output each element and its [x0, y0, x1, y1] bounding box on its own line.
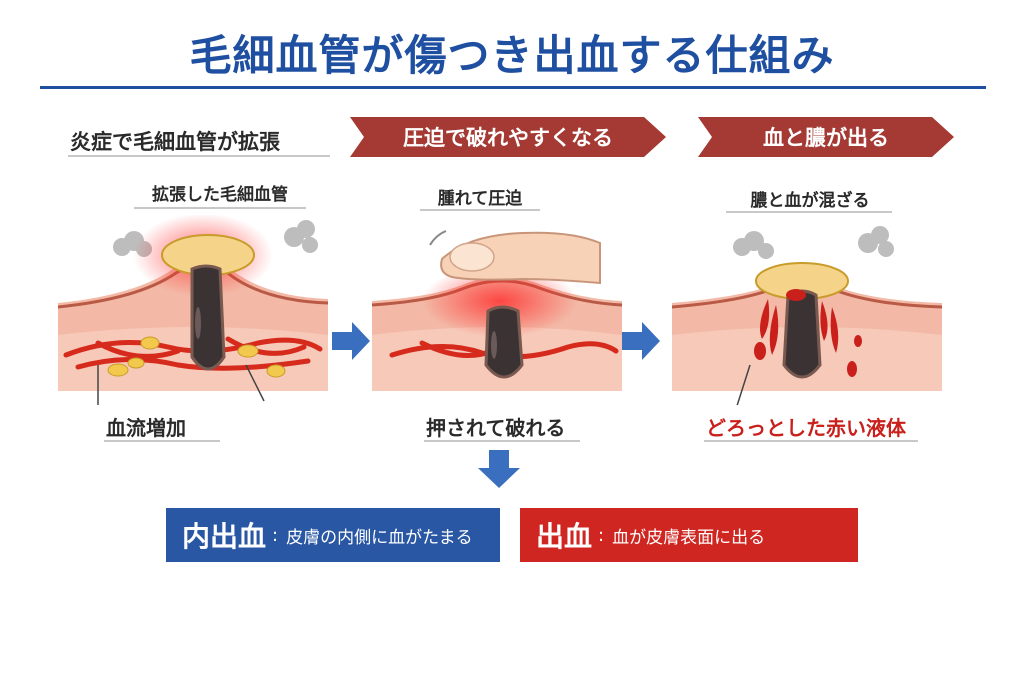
external-bleeding-colon: : [598, 524, 605, 546]
internal-bleeding-desc: 皮膚の内側に血がたまる [286, 527, 473, 548]
step3-heading: 血と膿が出る [763, 126, 889, 150]
step1-skin-illustration [58, 215, 328, 405]
step3-caption-underline [704, 440, 918, 442]
external-bleeding-desc: 血が皮膚表面に出る [612, 527, 766, 548]
step2-sublabel-underline [420, 209, 540, 211]
step2-caption-underline [424, 440, 580, 442]
step2-heading: 圧迫で破れやすくなる [403, 126, 613, 150]
finger-icon [440, 231, 601, 285]
internal-bleeding-term: 内出血 [182, 520, 267, 553]
step1-heading: 炎症で毛細血管が拡張 [70, 130, 280, 154]
internal-bleeding-box: 内出血 : 皮膚の内側に血がたまる [166, 508, 500, 562]
step3-sublabel-underline [726, 211, 892, 213]
step2-sublabel: 腫れて圧迫 [437, 189, 523, 209]
step1-heading-underline [68, 155, 330, 157]
title-underline [40, 86, 986, 89]
step3-sublabel: 膿と血が混ざる [750, 191, 870, 211]
down-arrow-icon [476, 448, 522, 490]
step1-caption: 血流増加 [106, 416, 186, 440]
step1-sublabel-underline [134, 207, 306, 209]
step2-caption: 押されて破れる [426, 416, 566, 440]
page-title: 毛細血管が傷つき出血する仕組み [189, 31, 835, 80]
external-bleeding-term: 出血 [536, 520, 593, 553]
step3-skin-illustration [672, 215, 942, 405]
right-arrow-icon [330, 320, 372, 362]
internal-bleeding-colon: : [272, 524, 279, 546]
smoke-icon [733, 226, 894, 259]
step3-caption: どろっとした赤い液体 [706, 416, 906, 440]
step1-caption-underline [104, 440, 220, 442]
step3-ribbon: 血と膿が出る [698, 117, 954, 157]
step2-ribbon: 圧迫で破れやすくなる [350, 117, 666, 157]
right-arrow-icon [620, 320, 662, 362]
step1-sublabel: 拡張した毛細血管 [152, 185, 288, 205]
step2-skin-illustration [372, 215, 642, 405]
external-bleeding-box: 出血 : 血が皮膚表面に出る [520, 508, 858, 562]
